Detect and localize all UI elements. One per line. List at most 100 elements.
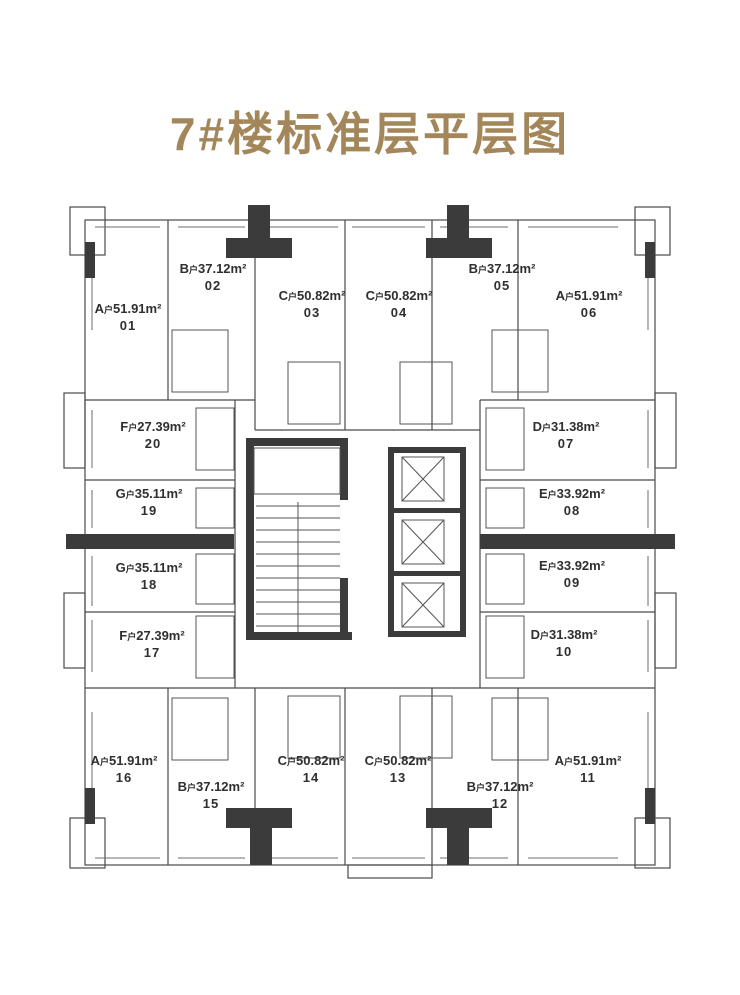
unit-area: 50.82m²	[383, 288, 433, 304]
unit-type-area: E户33.92m²	[539, 486, 605, 503]
unit-marker: 户	[103, 305, 113, 316]
unit-number: 20	[144, 436, 162, 451]
unit-type: D	[530, 627, 540, 643]
unit-type: F	[120, 419, 129, 435]
unit-number: 12	[491, 796, 509, 811]
unit-area: 51.91m²	[573, 288, 623, 304]
unit-area: 37.12m²	[195, 779, 245, 795]
unit-area: 33.92m²	[556, 486, 606, 502]
unit-type: E	[538, 486, 548, 502]
unit-number: 17	[143, 645, 161, 660]
unit-area: 27.39m²	[136, 628, 185, 644]
unit-number: 18	[140, 577, 158, 592]
unit-number: 16	[115, 770, 133, 785]
unit-area: 33.92m²	[556, 558, 606, 574]
unit-area: 50.82m²	[295, 753, 345, 769]
unit-number: 13	[389, 770, 407, 785]
unit-type-area: C户50.82m²	[279, 288, 346, 305]
unit-type-area: D户31.38m²	[533, 419, 600, 436]
unit-number: 07	[557, 436, 575, 451]
unit-type: A	[555, 288, 565, 304]
elevator-shafts	[401, 456, 445, 628]
unit-type: G	[115, 560, 126, 576]
unit-marker: 户	[125, 490, 135, 501]
unit-area: 51.91m²	[108, 753, 158, 769]
unit-type: F	[119, 628, 128, 644]
elevator-car-icon	[401, 456, 445, 502]
unit-type-area: D户31.38m²	[531, 627, 598, 644]
unit-marker: 户	[128, 423, 138, 434]
unit-marker: 户	[475, 783, 485, 794]
interior-walls	[85, 220, 655, 865]
unit-marker: 户	[477, 265, 487, 276]
unit-number: 14	[302, 770, 320, 785]
unit-area: 31.38m²	[550, 419, 600, 435]
bathroom-outlines	[171, 329, 549, 761]
unit-marker: 户	[539, 631, 549, 642]
unit-area: 31.38m²	[548, 627, 598, 643]
unit-type: A	[94, 301, 104, 317]
unit-number: 05	[493, 278, 511, 293]
unit-area: 35.11m²	[134, 486, 183, 502]
unit-marker: 户	[564, 292, 574, 303]
unit-area: 37.12m²	[486, 261, 536, 277]
unit-type-area: B户37.12m²	[178, 779, 245, 796]
unit-type-area: F户27.39m²	[119, 628, 184, 645]
page-title: 7#楼标准层平层图	[169, 108, 571, 160]
unit-type-area: B户37.12m²	[469, 261, 536, 278]
unit-type-area: C户50.82m²	[278, 753, 345, 770]
unit-number: 19	[140, 503, 158, 518]
unit-type-area: G户35.11m²	[116, 486, 183, 503]
unit-type-area: B户37.12m²	[180, 261, 247, 278]
unit-marker: 户	[373, 757, 383, 768]
unit-type: C	[277, 753, 287, 769]
unit-marker: 户	[287, 292, 297, 303]
unit-number: 09	[563, 575, 581, 590]
unit-marker: 户	[547, 562, 557, 573]
unit-area: 27.39m²	[137, 419, 186, 435]
unit-number: 03	[303, 305, 321, 320]
unit-type: B	[177, 779, 187, 795]
unit-type-area: F户27.39m²	[120, 419, 185, 436]
unit-type-area: A户51.91m²	[91, 753, 158, 770]
unit-area: 37.12m²	[197, 261, 247, 277]
unit-number: 15	[202, 796, 220, 811]
window-lines	[91, 226, 649, 859]
unit-type: C	[365, 288, 375, 304]
unit-type-area: C户50.82m²	[365, 753, 432, 770]
unit-type-area: A户51.91m²	[555, 753, 622, 770]
unit-area: 51.91m²	[112, 301, 162, 317]
unit-type: E	[538, 558, 548, 574]
unit-number: 06	[580, 305, 598, 320]
unit-marker: 户	[374, 292, 384, 303]
unit-number: 04	[390, 305, 408, 320]
unit-marker: 户	[541, 423, 551, 434]
unit-area: 50.82m²	[382, 753, 432, 769]
unit-number: 10	[555, 644, 573, 659]
unit-type: B	[179, 261, 189, 277]
staircase-icon	[253, 447, 341, 632]
unit-marker: 户	[547, 490, 557, 501]
unit-number: 08	[563, 503, 581, 518]
unit-type: C	[278, 288, 288, 304]
unit-type-area: G户35.11m²	[116, 560, 183, 577]
unit-number: 11	[580, 770, 596, 785]
